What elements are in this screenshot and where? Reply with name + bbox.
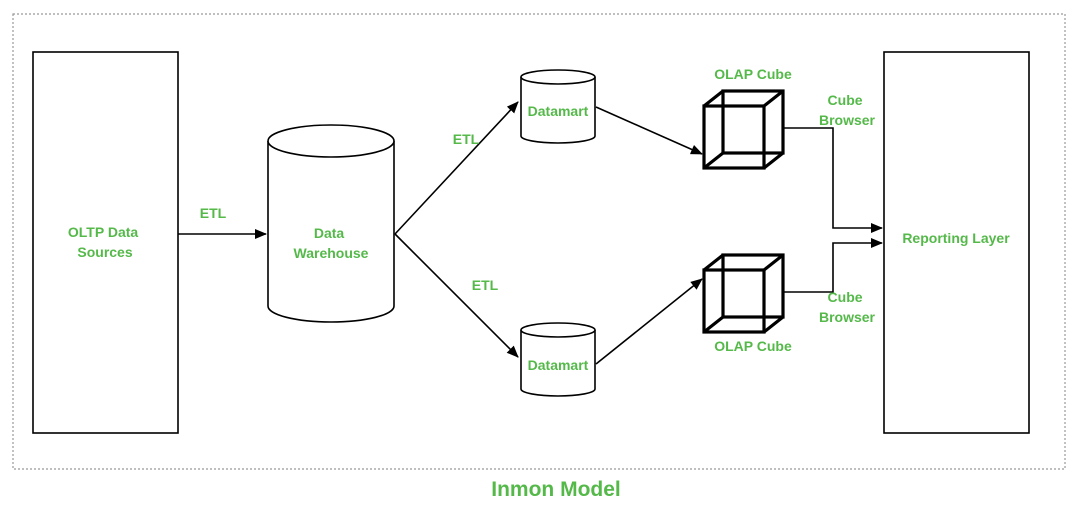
datamart-bottom-label: Datamart	[528, 357, 589, 373]
olap-cube-top-node: OLAP Cube	[702, 66, 792, 170]
data-warehouse-label: Data Warehouse	[294, 225, 369, 261]
cube-browser-top-label: Cube Browser	[819, 92, 876, 128]
oltp-sources-node: OLTP Data Sources	[32, 51, 179, 434]
datamart-bottom-node: Datamart	[520, 322, 596, 397]
etl-edge-sources-warehouse: ETL	[178, 205, 267, 239]
olap-cube-bottom-node: OLAP Cube	[702, 253, 792, 354]
etl-edge-warehouse-datamart-bottom: ETL	[394, 233, 519, 358]
etl-label-3: ETL	[472, 277, 499, 293]
cube-browser-edge-top: Cube Browser	[784, 92, 883, 233]
diagram-frame	[12, 13, 1066, 470]
etl-label-1: ETL	[200, 205, 227, 221]
edge-datamart-top-cube-top	[595, 106, 703, 155]
edge-datamart-bottom-cube-bottom	[595, 278, 703, 365]
olap-cube-bottom-label: OLAP Cube	[714, 338, 792, 354]
cube-bottom-icon	[702, 253, 785, 334]
data-warehouse-node: Data Warehouse	[267, 124, 395, 323]
oltp-sources-label: OLTP Data Sources	[68, 224, 142, 260]
cube-browser-edge-bottom: Cube Browser	[784, 238, 883, 325]
datamart-top-node: Datamart	[520, 69, 596, 144]
diagram-title: Inmon Model	[491, 478, 621, 501]
olap-cube-top-label: OLAP Cube	[714, 66, 792, 82]
cube-top-icon	[702, 89, 785, 170]
reporting-layer-node: Reporting Layer	[883, 51, 1030, 434]
etl-label-2: ETL	[453, 131, 480, 147]
datamart-top-label: Datamart	[528, 103, 589, 119]
etl-edge-warehouse-datamart-top: ETL	[394, 101, 519, 235]
cube-browser-bottom-label: Cube Browser	[819, 289, 876, 325]
reporting-layer-label: Reporting Layer	[902, 230, 1010, 246]
